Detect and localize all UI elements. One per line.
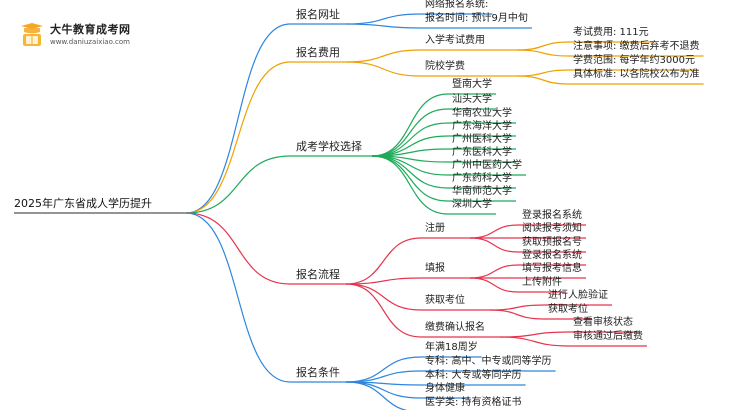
subtopic: 暨南大学 (452, 79, 492, 90)
detail-topic: 注意事项: 缴费后弃考不退费 (573, 41, 700, 52)
branch-connector (185, 212, 291, 383)
book-cap-icon (21, 23, 43, 46)
subtopic: 医学类: 持有资格证书 (425, 397, 522, 408)
subtopic: 本科: 大专或等同学历 (425, 370, 522, 381)
subtopic: 获取考位 (425, 295, 465, 306)
subtopic: 专科: 高中、中专或同等学历 (425, 356, 552, 367)
subtopic: 深圳大学 (452, 199, 492, 210)
branch-topic: 报名条件 (296, 366, 340, 379)
subtopic-connector (345, 13, 422, 25)
brand-logo: 大牛教育成考网 www.daniuzaixiao.com (14, 20, 154, 54)
detail-topic: 获取预报名号 (522, 237, 582, 248)
detail-topic: 进行人脸验证 (548, 290, 608, 301)
subtopic: 身体健康 (425, 383, 465, 394)
root-topic: 2025年广东省成人学历提升 (14, 197, 152, 210)
subtopic-connector (371, 155, 449, 189)
detail-connector (516, 41, 570, 51)
detail-connector (469, 237, 519, 253)
subtopic: 华南师范大学 (452, 186, 512, 197)
branch-topic: 报名网址 (296, 8, 340, 21)
subtopic: 院校学费 (425, 61, 465, 72)
detail-topic: 审核通过后缴费 (573, 331, 643, 342)
subtopic-connector (345, 277, 422, 285)
subtopic-connector (345, 283, 422, 311)
branch-connector (185, 23, 291, 214)
subtopic-connector (371, 155, 449, 202)
branch-connector (185, 155, 291, 214)
detail-topic: 具体标准: 以各院校公布为准 (573, 69, 700, 80)
subtopic: 网络报名系统: (425, 0, 489, 10)
detail-connector (469, 264, 519, 279)
subtopic: 广东医科大学 (452, 147, 512, 158)
subtopic: 入学考试费用 (425, 35, 485, 46)
subtopic: 华南农业大学 (452, 108, 512, 119)
subtopic: 缴费确认报名 (425, 322, 485, 333)
subtopic: 广州中医药大学 (452, 160, 522, 171)
subtopic: 年满18周岁 (425, 342, 478, 353)
subtopic-connector (345, 61, 422, 77)
subtopic: 广东药科大学 (452, 173, 512, 184)
branch-connector (185, 61, 291, 214)
subtopic-connector (371, 155, 449, 215)
subtopic-connector (345, 370, 422, 383)
detail-topic: 上传附件 (522, 277, 562, 288)
detail-connector (516, 49, 570, 57)
subtopic-connector (345, 356, 422, 383)
detail-topic: 登录报名系统 (522, 210, 582, 221)
detail-topic: 获取考位 (548, 304, 588, 315)
detail-topic: 阅读报考须知 (522, 223, 582, 234)
detail-connector (499, 336, 570, 347)
detail-connector (516, 75, 570, 85)
detail-topic: 学费范围: 每学年约3000元 (573, 55, 695, 66)
detail-connector (469, 224, 519, 239)
detail-connector (499, 331, 570, 338)
subtopic-connector (345, 237, 422, 285)
detail-topic: 考试费用: 111元 (573, 27, 649, 38)
branch-topic: 报名流程 (296, 268, 340, 281)
branch-connector (185, 212, 291, 285)
detail-topic: 填写报考信息 (522, 263, 582, 274)
branch-topic: 成考学校选择 (296, 140, 362, 153)
detail-connector (489, 304, 545, 311)
brand-name: 大牛教育成考网 (50, 23, 131, 36)
subtopic-connector (345, 49, 422, 63)
subtopic: 汕头大学 (452, 94, 492, 105)
subtopic: 广州医科大学 (452, 134, 512, 145)
subtopic-connector (345, 381, 408, 410)
subtopic-connector (345, 283, 422, 338)
detail-connector (489, 309, 545, 320)
branch-topic: 报名费用 (296, 46, 340, 59)
subtopic: 报名时间: 预计9月中旬 (425, 13, 528, 24)
detail-topic: 查看审核状态 (573, 317, 633, 328)
subtopic-connector (371, 93, 449, 157)
subtopic-connector (345, 23, 422, 29)
subtopic: 广东海洋大学 (452, 121, 512, 132)
brand-url: www.daniuzaixiao.com (50, 38, 130, 46)
detail-connector (469, 277, 519, 293)
subtopic-connector (371, 122, 449, 157)
detail-connector (516, 69, 570, 77)
subtopic: 注册 (425, 223, 445, 234)
subtopic-connector (371, 108, 449, 157)
detail-topic: 登录报名系统 (522, 250, 582, 261)
subtopic: 填报 (425, 263, 445, 274)
